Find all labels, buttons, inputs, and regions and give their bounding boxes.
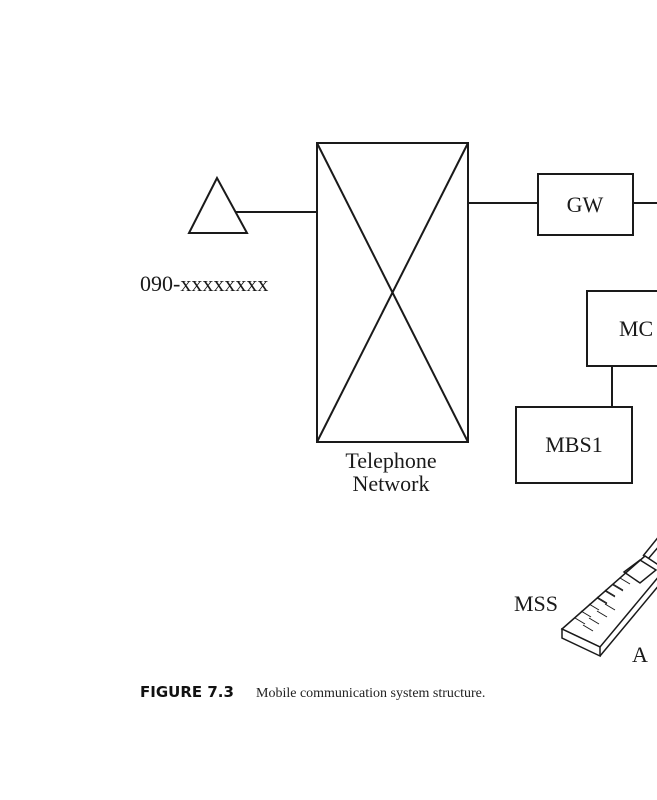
mbs1-box	[515, 406, 633, 484]
mobile-phone-icon	[560, 537, 657, 658]
gw-label: GW	[567, 192, 604, 217]
mc-label: MC	[619, 316, 653, 341]
gw-box	[537, 173, 634, 236]
mc-box	[586, 290, 657, 367]
mss-label: MSS	[514, 591, 558, 616]
figure-number: FIGURE 7.3	[140, 683, 234, 701]
fixed-phone-triangle-icon	[187, 175, 249, 234]
mbs1-label: MBS1	[545, 432, 602, 457]
station-a-label: A	[632, 642, 648, 667]
telephone-network-box	[316, 142, 469, 443]
phone-number-label: 090-xxxxxxxx	[140, 271, 268, 296]
network-label-2: Network	[353, 471, 430, 496]
network-label-1: Telephone	[345, 448, 436, 473]
figure-caption: Mobile communication system structure.	[256, 686, 485, 701]
